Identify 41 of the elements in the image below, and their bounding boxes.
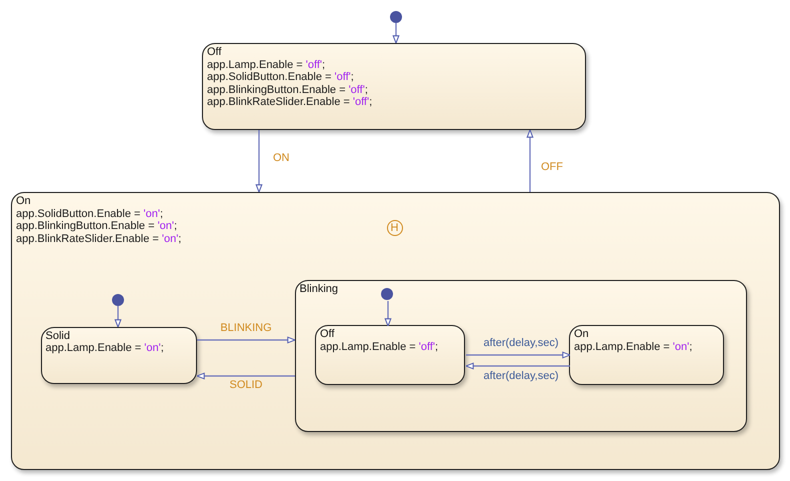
edge-label: after(delay,sec) (484, 337, 558, 350)
state-box (294, 280, 746, 432)
action-code: app.Lamp.Enable = 'on'; (46, 342, 164, 354)
action-code: app.BlinkRateSlider.Enable = 'off'; (207, 96, 372, 108)
action-code: app.Lamp.Enable = 'off'; (207, 58, 326, 71)
state-name: Off (320, 328, 334, 340)
history-junction: H (386, 220, 402, 236)
initial-dot (381, 288, 393, 300)
transition-arrow (392, 23, 400, 44)
state-box (11, 192, 780, 470)
initial-dot (112, 294, 124, 306)
transition-arrow (196, 372, 295, 380)
initial-dot (390, 11, 402, 23)
state-box (315, 325, 465, 385)
state-name: Off (207, 46, 222, 58)
edge-label: BLINKING (220, 322, 272, 335)
action-code: app.SolidButton.Enable = 'on'; (16, 208, 164, 220)
state-name: Solid (46, 330, 70, 342)
transition-arrow (256, 130, 262, 193)
action-code: app.BlinkingButton.Enable = 'off'; (207, 84, 368, 96)
action-code: app.BlinkingButton.Enable = 'on'; (16, 220, 178, 232)
state-box (202, 43, 586, 130)
transition-arrow (466, 352, 571, 358)
action-code: app.BlinkRateSlider.Enable = 'on'; (16, 232, 182, 245)
transition-arrow (197, 336, 296, 344)
transition-arrow (384, 301, 392, 327)
transition-arrow (114, 306, 122, 328)
edge-label: ON (273, 152, 290, 165)
transition-arrow (465, 362, 570, 370)
action-code: app.Lamp.Enable = 'on'; (574, 340, 692, 353)
state-name: On (574, 328, 589, 340)
transition-arrow (526, 129, 534, 192)
action-code: app.Lamp.Enable = 'off'; (320, 340, 438, 353)
edge-label: OFF (541, 161, 563, 174)
state-box (40, 326, 196, 384)
action-code: app.SolidButton.Enable = 'off'; (207, 71, 354, 84)
edge-label: after(delay,sec) (484, 370, 558, 383)
state-name: Blinking (300, 282, 338, 295)
edge-label: SOLID (230, 379, 262, 392)
state-name: On (16, 195, 31, 208)
state-box (569, 325, 724, 385)
